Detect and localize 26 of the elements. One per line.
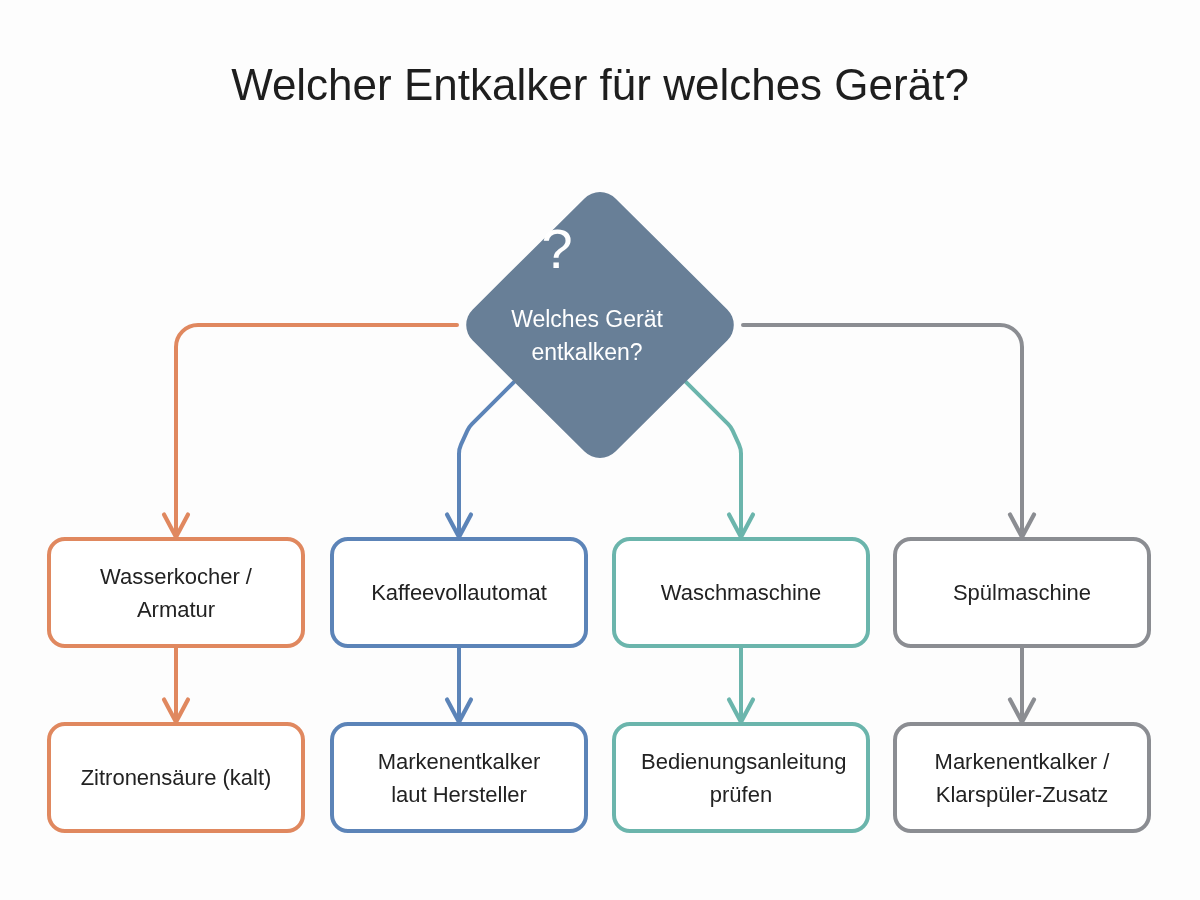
box-text: Kaffeevollautomat [371,579,547,607]
box-text: Zitronensäure (kalt) [80,764,272,792]
arrow [161,646,191,725]
arrow [444,379,517,540]
box-text: Markenentkalker laut Hersteller [376,747,542,809]
diagram-title: Welcher Entkalker für welches Gerät? [230,60,970,110]
process-box [47,537,305,648]
box-text: Wasserkocher / Armatur [99,562,253,624]
arrow [683,379,756,540]
process-box [893,537,1151,648]
decision-text: Welches Gerät entkalken? [510,305,664,368]
box-text: Markenentkalker / Klarspüler-Zusatz [933,747,1111,809]
question-mark: ? [540,221,574,277]
box-text: Waschmaschine [660,579,822,607]
process-box [612,722,870,833]
box-text: Spülmaschine [952,579,1092,607]
process-box [330,537,588,648]
arrow [444,646,474,725]
process-box [612,537,870,648]
process-box [893,722,1151,833]
arrow [741,323,1037,540]
arrow [1007,646,1037,725]
arrow [726,646,756,725]
process-box [47,722,305,833]
arrow [161,323,459,540]
process-box [330,722,588,833]
